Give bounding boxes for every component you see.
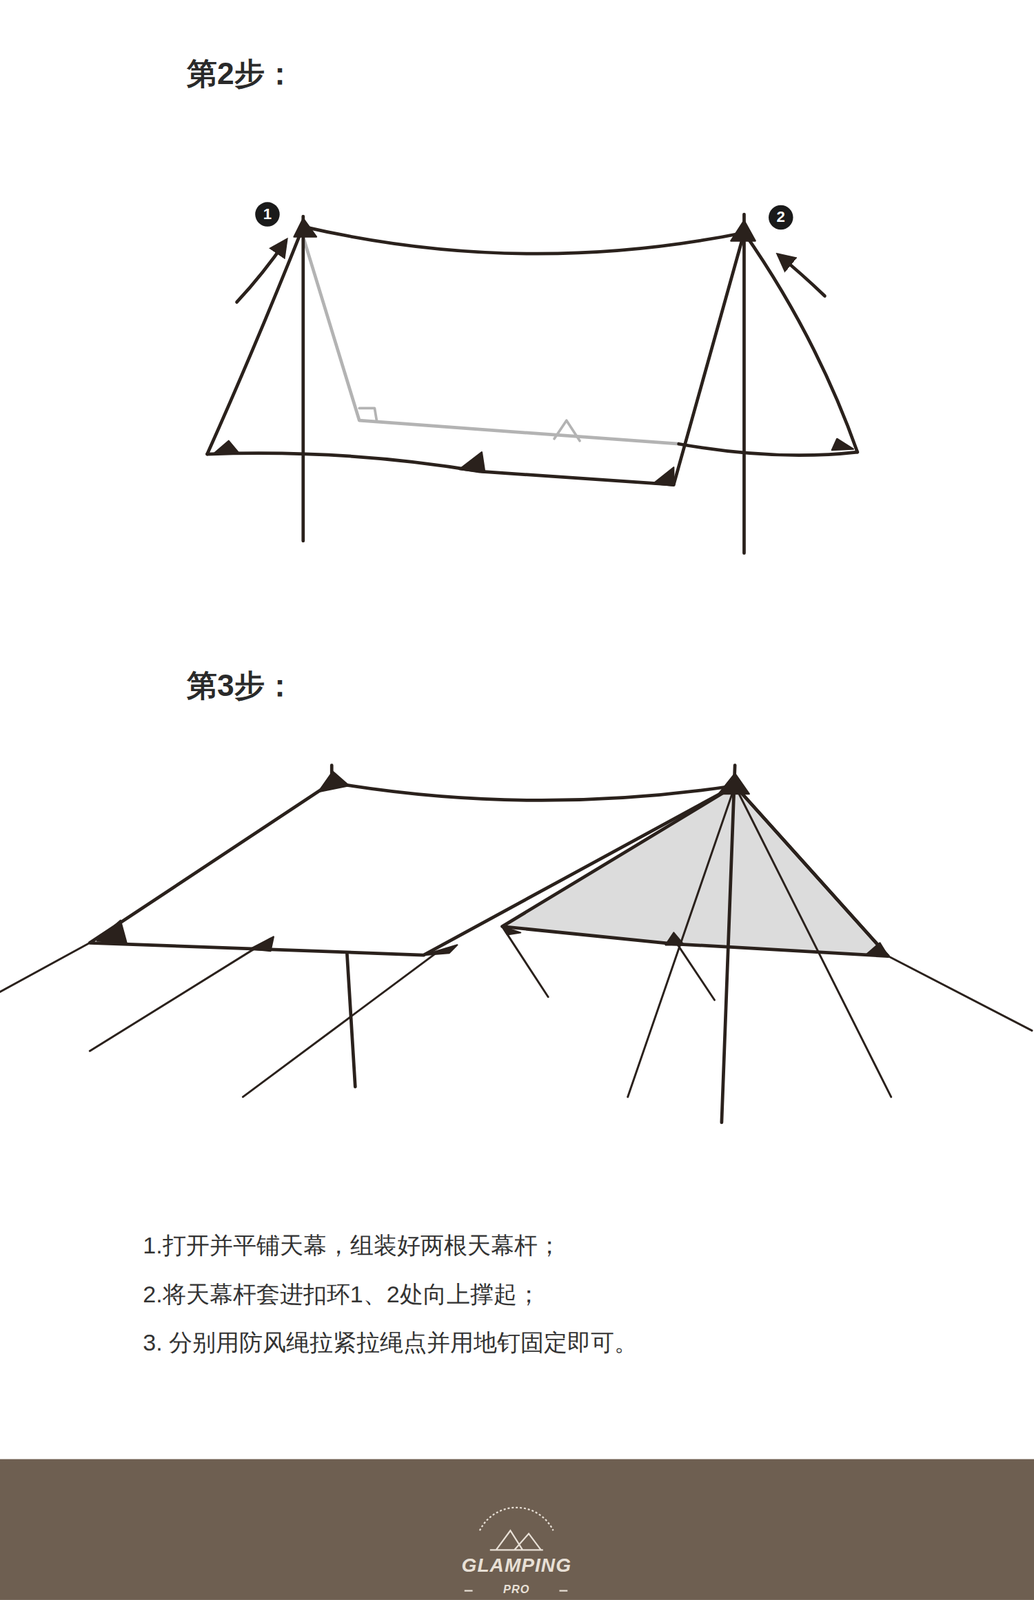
step-heading: 第3步：	[186, 667, 296, 704]
logo-text: PRO	[503, 1583, 530, 1598]
instruction-line: 3. 分别用防风绳拉紧拉绳点并用地钉固定即可。	[142, 1329, 638, 1358]
step-heading: 第2步：	[186, 55, 296, 92]
instruction-line: 2.将天幕杆套进扣环1、2处向上撑起；	[142, 1280, 540, 1310]
callout-number: 2	[776, 208, 786, 227]
instruction-line: 1.打开并平铺天幕，组装好两根天幕杆；	[142, 1231, 561, 1261]
callout-number: 1	[263, 205, 272, 225]
logo-text: GLAMPING	[461, 1554, 572, 1578]
